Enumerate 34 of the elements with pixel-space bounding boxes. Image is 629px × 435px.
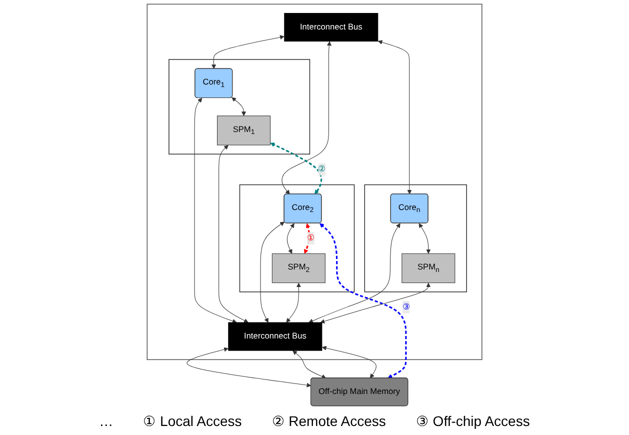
arrow xyxy=(260,222,284,323)
arrow xyxy=(418,223,431,254)
cluster xyxy=(146,4,482,360)
arrow xyxy=(308,223,400,324)
arrow xyxy=(186,347,312,388)
node-box: Interconnect Bus xyxy=(284,12,378,42)
arrow xyxy=(322,346,376,378)
note-text: … xyxy=(99,413,114,429)
arrow xyxy=(286,282,301,323)
note-text: ③ Off-chip Access xyxy=(416,413,530,429)
arrow xyxy=(194,98,237,324)
arrow xyxy=(292,350,326,379)
node-box: SPM$_{1}$ xyxy=(216,116,270,146)
arrow xyxy=(282,41,332,194)
node-box: SPM$_{2}$ xyxy=(272,253,326,284)
node-box: SPM$_{n}$ xyxy=(402,253,456,284)
edge-label: ② xyxy=(318,164,326,174)
note-text: ② Remote Access xyxy=(272,413,386,429)
arrow xyxy=(232,97,246,116)
edge-label: ③ xyxy=(402,302,410,312)
cluster xyxy=(239,184,355,292)
note-text: ① Local Access xyxy=(143,413,242,429)
arrow xyxy=(286,223,294,254)
edge-label: ① xyxy=(307,234,314,242)
arrow xyxy=(320,282,431,324)
arrow xyxy=(304,223,310,254)
cluster xyxy=(364,184,467,292)
cluster xyxy=(168,59,310,154)
arrow xyxy=(320,223,407,378)
node-box: Interconnect Bus xyxy=(228,322,322,351)
arrow xyxy=(378,40,412,194)
arrow xyxy=(211,35,284,69)
arrow xyxy=(218,144,248,323)
arrow xyxy=(270,142,322,194)
